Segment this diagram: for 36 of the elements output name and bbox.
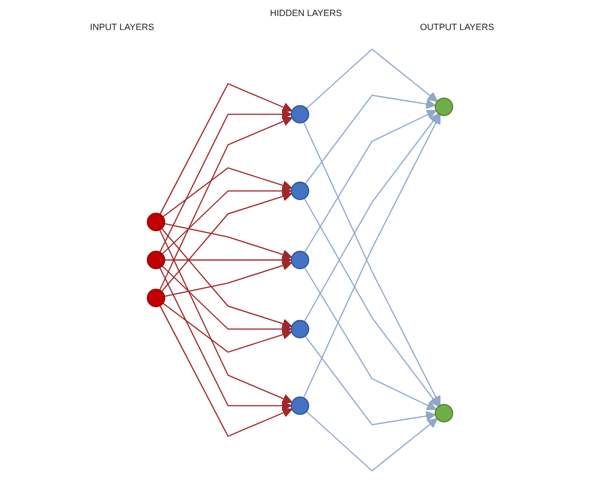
arrow [164, 260, 292, 297]
arrow [162, 302, 292, 353]
arrow [159, 116, 292, 290]
arrow [306, 48, 438, 109]
arrow [304, 267, 437, 410]
arrow [304, 110, 437, 253]
arrow [161, 228, 292, 329]
arrow [304, 198, 440, 407]
arrow [159, 230, 292, 404]
arrow [162, 167, 292, 218]
layer-label: OUTPUT LAYERS [420, 22, 494, 32]
node-circle [146, 288, 166, 308]
arrow [304, 113, 440, 322]
node-circle [146, 212, 166, 232]
arrow [164, 223, 292, 260]
node-circle [146, 250, 166, 270]
arrow [162, 266, 292, 334]
node-circle [290, 320, 310, 338]
node-circle [290, 105, 310, 124]
arrow [160, 83, 292, 215]
node-circle [290, 250, 310, 270]
arrow [159, 267, 292, 411]
arrow [162, 186, 292, 254]
arrow [159, 109, 292, 253]
layer-label: INPUT LAYERS [90, 22, 154, 32]
node-circle [290, 396, 310, 415]
node-circle [434, 404, 454, 422]
arrow [161, 191, 292, 292]
arrow [304, 94, 436, 184]
arrow [306, 411, 438, 472]
arrow [304, 336, 436, 426]
arrow [164, 254, 292, 266]
layer-label: HIDDEN LAYERS [270, 8, 342, 18]
node-circle [434, 98, 454, 116]
arrow [160, 305, 292, 437]
node-circle [290, 182, 310, 200]
